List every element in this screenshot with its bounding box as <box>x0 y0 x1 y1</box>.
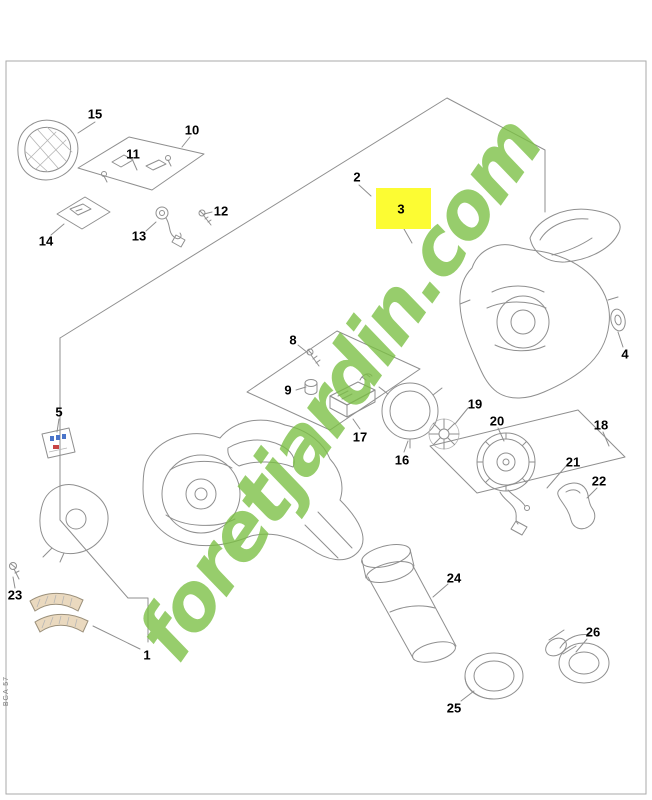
diagram-frame <box>5 60 647 795</box>
part-number-9: 9 <box>284 382 292 398</box>
part-15-intake-grille <box>17 119 79 181</box>
part-number-25: 25 <box>446 700 462 716</box>
leader-lines <box>12 121 624 702</box>
part-13-sensor-wire <box>155 206 186 248</box>
part-number-18: 18 <box>593 417 609 433</box>
part-number-5: 5 <box>55 404 63 420</box>
part-16-fan-spacer <box>378 382 443 449</box>
part-housing-rear-cover <box>529 208 621 263</box>
part-number-12: 12 <box>213 203 229 219</box>
part-number-2: 2 <box>353 169 361 185</box>
part-number-20: 20 <box>489 413 505 429</box>
part-9-sleeve <box>304 379 318 395</box>
part-5-label <box>41 427 76 459</box>
part-14-clip <box>69 203 92 216</box>
part-number-11: 11 <box>126 146 140 162</box>
part-number-23: 23 <box>7 587 23 603</box>
part-25-collar <box>464 652 524 700</box>
part-number-17: 17 <box>352 429 368 445</box>
part-10-bracket-kit <box>101 154 172 183</box>
part-26-nozzle <box>545 629 610 684</box>
part-number-4: 4 <box>621 346 629 362</box>
part-20-motor <box>476 432 536 492</box>
part-17-switch <box>329 373 376 418</box>
part-number-14: 14 <box>38 233 54 249</box>
part-8-screw <box>306 348 321 367</box>
part-number-19: 19 <box>467 396 483 412</box>
part-highlight <box>376 188 431 229</box>
part-21-wire-harness <box>499 489 530 536</box>
part-number-26: 26 <box>585 624 601 640</box>
part-number-15: 15 <box>87 106 103 122</box>
part-number-16: 16 <box>394 452 410 468</box>
construction-lines <box>56 97 626 643</box>
part-main-housing <box>142 419 364 561</box>
part-number-10: 10 <box>184 122 200 138</box>
part-12-screw <box>198 209 212 226</box>
part-number-13: 13 <box>131 228 147 244</box>
part-24-blower-tube <box>361 544 457 663</box>
part-19-fan-wheel <box>428 418 460 450</box>
part-front-cover <box>39 484 109 563</box>
part-number-24: 24 <box>446 570 462 586</box>
part-23-screw <box>9 562 20 580</box>
part-number-22: 22 <box>591 473 607 489</box>
model-code-label: BGA 57 <box>3 676 10 707</box>
part-number-3: 3 <box>397 201 405 217</box>
part-4-grommet <box>610 308 626 332</box>
part-22-lever <box>557 482 596 530</box>
part-housing-shell <box>459 244 619 399</box>
part-number-1: 1 <box>143 647 151 663</box>
part-number-21: 21 <box>565 454 581 470</box>
part-1-deflectors <box>29 592 89 633</box>
part-number-8: 8 <box>289 332 297 348</box>
